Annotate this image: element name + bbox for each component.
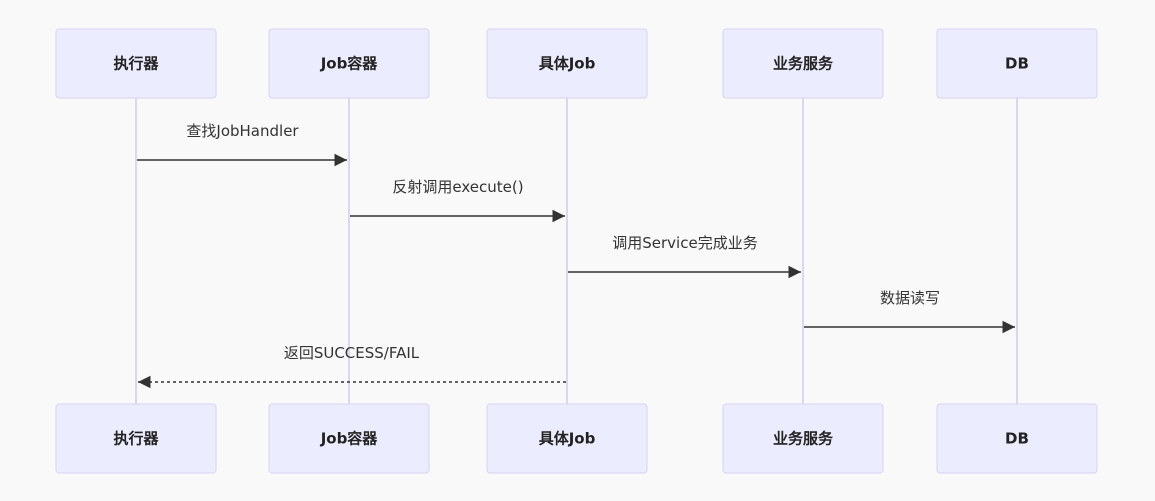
- participant-job-bottom: 具体Job: [486, 403, 648, 474]
- participant-label: 具体Job: [539, 430, 596, 448]
- participant-service-bottom: 业务服务: [722, 403, 884, 474]
- message-5: 返回SUCCESS/FAIL: [138, 344, 566, 389]
- participant-job-top: 具体Job: [486, 28, 648, 99]
- participant-label: DB: [1005, 55, 1029, 73]
- participant-box: [486, 403, 648, 474]
- participant-label: 执行器: [113, 55, 159, 73]
- participant-db-top: DB: [936, 28, 1098, 99]
- participant-box: [55, 403, 217, 474]
- participant-db-bottom: DB: [936, 403, 1098, 474]
- message-2: 反射调用execute(): [350, 178, 565, 223]
- participant-executor-top: 执行器: [55, 28, 217, 99]
- participant-executor-bottom: 执行器: [55, 403, 217, 474]
- participant-box: [486, 28, 648, 99]
- participant-box: [936, 403, 1098, 474]
- participant-label: 业务服务: [773, 430, 834, 448]
- participant-box: [722, 28, 884, 99]
- message-label: 查找JobHandler: [186, 122, 299, 140]
- message-3: 调用Service完成业务: [568, 234, 801, 279]
- participant-box: [55, 28, 217, 99]
- participant-label: DB: [1005, 430, 1029, 448]
- participant-container-bottom: Job容器: [268, 403, 430, 474]
- participant-box: [268, 28, 430, 99]
- message-label: 反射调用execute(): [392, 178, 523, 196]
- message-label: 调用Service完成业务: [612, 234, 757, 252]
- message-label: 数据读写: [880, 289, 940, 307]
- participant-label: 业务服务: [773, 55, 834, 73]
- participant-label: Job容器: [320, 430, 379, 448]
- participant-container-top: Job容器: [268, 28, 430, 99]
- participant-label: 执行器: [113, 430, 159, 448]
- message-label: 返回SUCCESS/FAIL: [284, 344, 420, 362]
- participant-service-top: 业务服务: [722, 28, 884, 99]
- message-1: 查找JobHandler: [137, 122, 347, 167]
- message-4: 数据读写: [804, 289, 1015, 334]
- participant-label: 具体Job: [539, 55, 596, 73]
- participant-label: Job容器: [320, 55, 379, 73]
- participant-box: [936, 28, 1098, 99]
- participant-box: [268, 403, 430, 474]
- participant-box: [722, 403, 884, 474]
